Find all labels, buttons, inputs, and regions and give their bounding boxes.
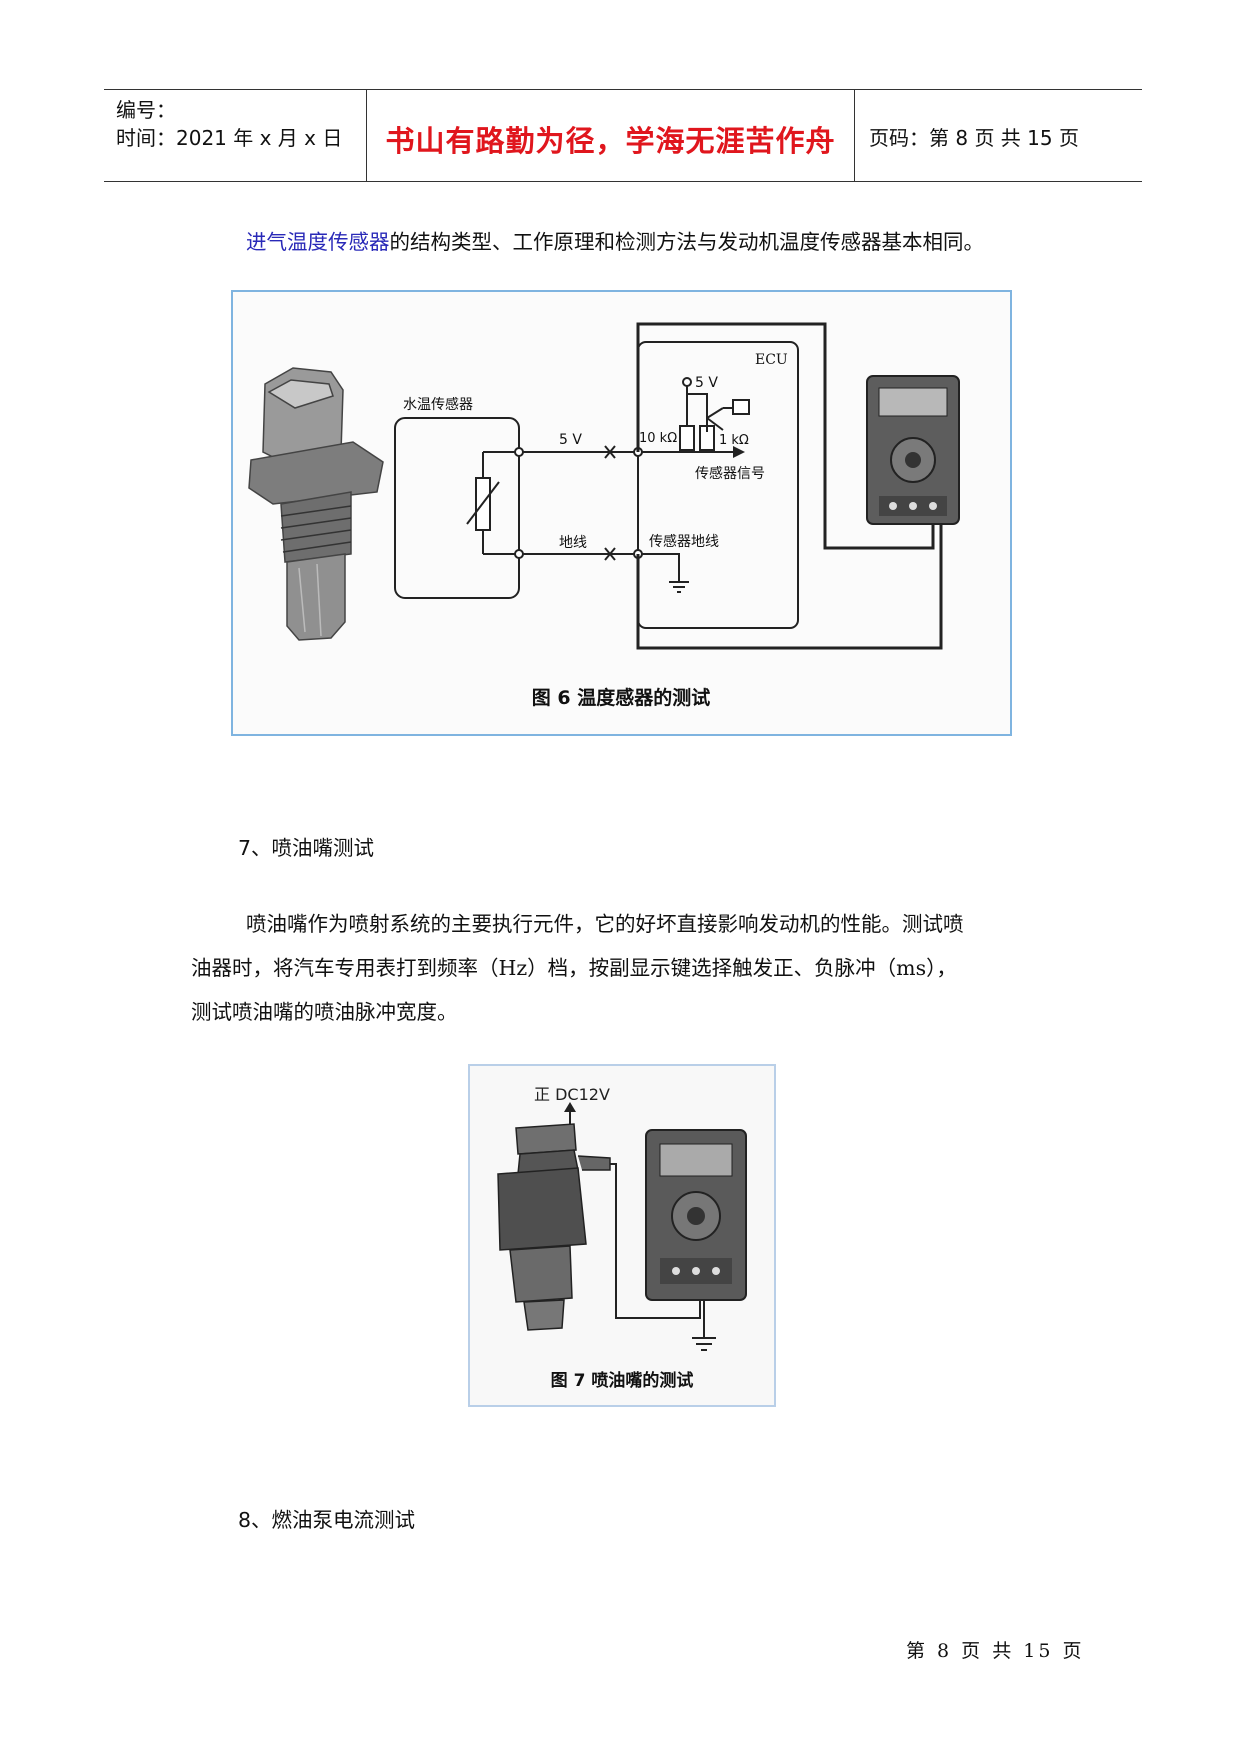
figure-6-diagram: 水温传感器 5 V 地线 ECU 5 V 10 kΩ 1 kΩ 传 (248, 322, 960, 709)
multimeter-photo (866, 375, 960, 525)
page-footer: 第 8 页 共 15 页 (906, 1640, 1085, 1662)
r10-label: 10 kΩ (639, 431, 677, 446)
number-label: 编号： (116, 98, 176, 122)
time-label: 时间：2021 年 x 月 x 日 (116, 126, 343, 150)
section-7-line-2: 油器时，将汽车专用表打到频率（Hz）档，按副显示键选择触发正、负脉冲（ms）， (191, 956, 957, 980)
figure-7-diagram: 正 DC12V 图 7 喷油嘴的测试 (497, 1085, 747, 1391)
figure-7: 正 DC12V 图 7 喷油嘴的测试 (468, 1064, 776, 1407)
intro-rest: 的结构类型、工作原理和检测方法与发动机温度传感器基本相同。 (389, 230, 985, 254)
header-motto-cell: 书山有路勤为径，学海无涯苦作舟 (367, 90, 855, 181)
signal-label: 传感器信号 (695, 465, 765, 482)
header-page-cell: 页码：第 8 页 共 15 页 (855, 90, 1142, 181)
figure-7-top-label: 正 DC12V (534, 1085, 610, 1104)
figure-6-caption: 图 6 温度感器的测试 (532, 686, 710, 709)
v5-line-label: 5 V (559, 432, 582, 448)
multimeter-photo-2 (645, 1129, 747, 1301)
section-7-line-3: 测试喷油嘴的喷油脉冲宽度。 (191, 1000, 458, 1024)
figure-7-caption: 图 7 喷油嘴的测试 (551, 1370, 694, 1391)
ecu-label: ECU (755, 352, 788, 368)
page-label: 页码：第 8 页 共 15 页 (869, 126, 1079, 150)
sensor-photo (248, 367, 384, 641)
section-8-heading: 8、燃油泵电流测试 (238, 1508, 416, 1532)
v5-top-label: 5 V (695, 375, 718, 391)
r1-label: 1 kΩ (719, 433, 749, 448)
section-7-line-1: 喷油嘴作为喷射系统的主要执行元件，它的好坏直接影响发动机的性能。测试喷 (246, 912, 964, 936)
motto: 书山有路勤为径，学海无涯苦作舟 (385, 124, 836, 158)
sensor-ground-label: 传感器地线 (649, 533, 719, 550)
section-7-heading: 7、喷油嘴测试 (238, 836, 375, 860)
header-meta-cell: 编号： 时间：2021 年 x 月 x 日 (104, 90, 367, 181)
sensor-link[interactable]: 进气温度传感器 (246, 230, 390, 254)
sensor-box-label: 水温传感器 (403, 396, 473, 413)
figure-6: 水温传感器 5 V 地线 ECU 5 V 10 kΩ 1 kΩ 传 (231, 290, 1012, 736)
intro-paragraph: 进气温度传感器的结构类型、工作原理和检测方法与发动机温度传感器基本相同。 (246, 222, 984, 262)
injector-photo (497, 1123, 611, 1331)
ground-line-label: 地线 (559, 535, 587, 551)
page-header: 编号： 时间：2021 年 x 月 x 日 书山有路勤为径，学海无涯苦作舟 页码… (104, 89, 1142, 182)
